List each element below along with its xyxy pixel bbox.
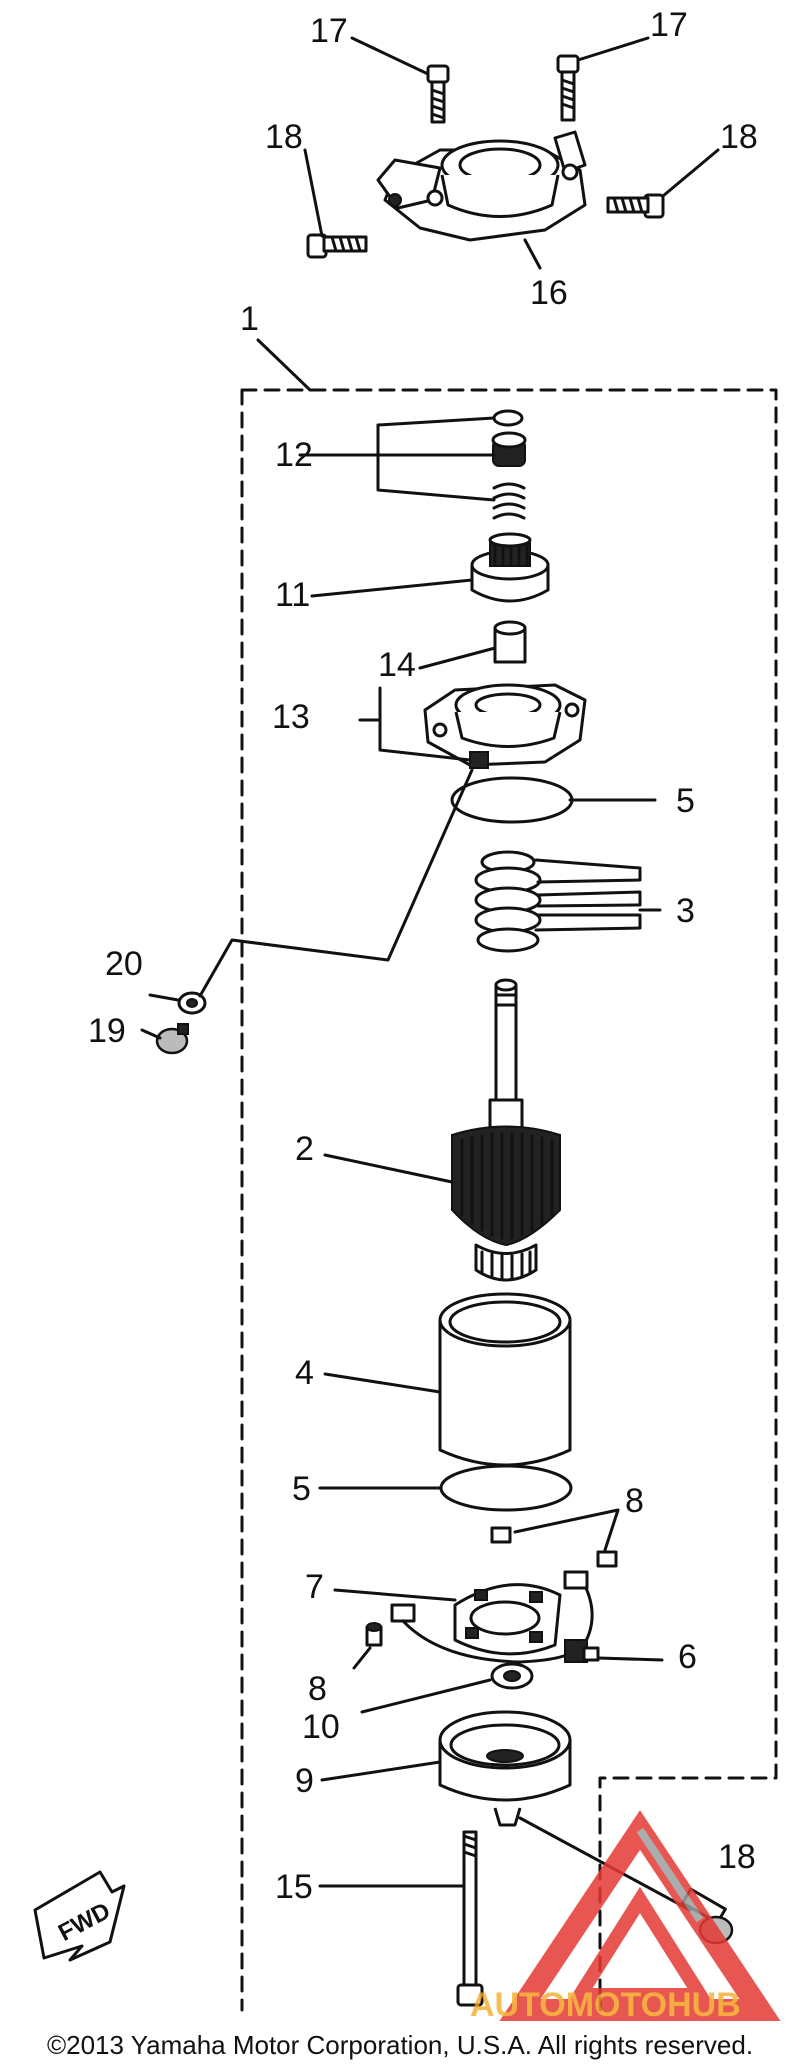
callout-15: 15 <box>275 1868 313 1906</box>
brush-plate-part <box>453 1583 562 1656</box>
callout-14: 14 <box>378 646 416 684</box>
leader-lines <box>140 36 720 1912</box>
yoke-part <box>438 1292 572 1467</box>
callout-18-left: 18 <box>265 118 303 156</box>
callout-7: 7 <box>305 1568 324 1606</box>
clip-part <box>492 409 524 427</box>
bracket-part <box>376 130 587 242</box>
washer-10-part <box>490 1662 534 1690</box>
collar-part <box>491 431 527 467</box>
callout-4: 4 <box>295 1354 314 1392</box>
callout-1: 1 <box>240 300 259 338</box>
callout-6: 6 <box>678 1638 697 1676</box>
callout-19: 19 <box>88 1012 126 1050</box>
bolt-17-right <box>556 54 580 122</box>
front-cover-part <box>423 683 587 769</box>
brush-left-part <box>390 1603 416 1623</box>
watermark-text: AUTOMOTOHUB <box>470 1986 741 2024</box>
callout-5-lower: 5 <box>292 1470 311 1508</box>
callout-12: 12 <box>275 436 313 474</box>
copyright-notice: ©2013 Yamaha Motor Corporation, U.S.A. A… <box>46 2030 754 2060</box>
rear-cover-part <box>438 1710 572 1827</box>
lead-wire-part <box>401 1586 600 1664</box>
callout-3: 3 <box>676 892 695 930</box>
fwd-arrow: FWD <box>33 1870 126 1962</box>
callout-10: 10 <box>302 1708 340 1746</box>
callout-17-left: 17 <box>310 12 348 50</box>
o-ring-upper-part <box>450 776 574 824</box>
bushing-part <box>493 620 527 664</box>
callout-13: 13 <box>272 698 310 736</box>
callout-8-lower: 8 <box>308 1670 327 1708</box>
spring-part <box>492 482 526 520</box>
callout-8-upper: 8 <box>625 1482 644 1520</box>
through-bolt-part <box>456 1830 484 2007</box>
bolt-18-left <box>306 233 368 259</box>
brush-right-part <box>563 1570 589 1590</box>
spring-stack-part <box>474 850 642 953</box>
screw-19-part <box>155 1023 189 1055</box>
callout-5-upper: 5 <box>676 782 695 820</box>
armature-part <box>451 978 561 1282</box>
callout-11: 11 <box>275 576 310 614</box>
brush-lower-left-part <box>365 1622 383 1647</box>
callout-9: 9 <box>295 1762 314 1800</box>
callout-20: 20 <box>105 945 143 983</box>
o-ring-lower-part <box>439 1464 573 1512</box>
bolt-18-right <box>606 193 665 219</box>
brush-upper-right-part <box>596 1550 618 1568</box>
watermark-logo: AUTOMOTOHUB <box>470 1810 781 2024</box>
pinion-gear-part <box>470 532 550 603</box>
bolt-17-left <box>426 64 450 124</box>
callout-18-right: 18 <box>720 118 758 156</box>
callout-18-lower: 18 <box>718 1838 756 1876</box>
callout-16: 16 <box>530 274 568 312</box>
brush-upper-left-part <box>490 1526 512 1544</box>
callout-17-right: 17 <box>650 6 688 44</box>
callout-2: 2 <box>295 1130 314 1168</box>
washer-20-part <box>177 991 207 1015</box>
